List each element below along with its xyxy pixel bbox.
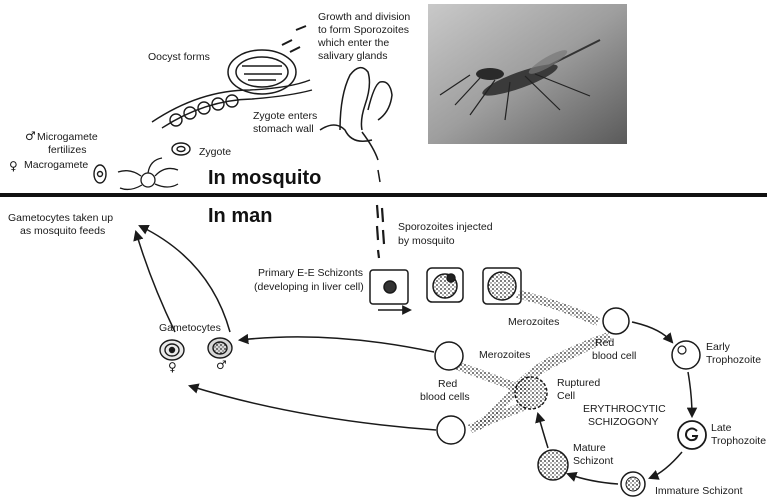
immature-schizont-label: Immature Schizont: [655, 485, 743, 497]
divider-line: [0, 193, 767, 197]
oocyst-drawing: [228, 26, 306, 94]
female-gametocyte: [160, 340, 184, 360]
microgamete-label: Microgamete fertilizes: [37, 131, 101, 156]
fertilization-drawing: [118, 158, 178, 189]
red-blood-cells-label: Red blood cells: [420, 378, 470, 403]
microgamete-symbol: ♂: [25, 129, 36, 143]
red-blood-cell-right: [603, 308, 629, 334]
early-trophozoite-label: Early Trophozoite: [706, 341, 761, 366]
ruptured-cell-label: Ruptured Cell: [557, 377, 603, 402]
liver-cell-1: [370, 270, 408, 304]
male-gametocyte: [208, 338, 232, 358]
region-label-man: In man: [208, 205, 272, 227]
growth-label: Growth and division to form Sporozoites …: [317, 11, 413, 62]
mature-schizont-cell: [538, 450, 568, 480]
zygote-drawing: [172, 143, 190, 155]
immature-schizont-cell: [621, 472, 645, 496]
sporozoite-dashes: [377, 205, 384, 258]
male-symbol: ♂: [216, 358, 227, 372]
macrogamete-symbol: ♀: [9, 159, 18, 173]
salivary-glands-drawing: [320, 68, 392, 182]
liver-cell-2: [427, 268, 463, 302]
merozoites-mid-label: Merozoites: [479, 349, 530, 361]
gametocytes-label: Gametocytes: [159, 322, 221, 334]
mature-schizont-label: Mature Schizont: [573, 442, 613, 467]
female-symbol: ♀: [168, 360, 177, 374]
mosquito-photo: [428, 4, 627, 144]
zygote-label: Zygote: [199, 146, 231, 158]
macrogamete-drawing: [94, 165, 106, 183]
merozoites-top-label: Merozoites: [508, 316, 559, 328]
late-trophozoite-label: Late Trophozoite: [711, 422, 766, 447]
sporozoites-injected-label: Sporozoites injected by mosquito: [398, 221, 495, 247]
erythrocytic-schizogony-label: ERYTHROCYTIC SCHIZOGONY: [583, 403, 669, 428]
macrogamete-label: Macrogamete: [24, 159, 88, 171]
early-trophozoite-cell: [672, 341, 700, 369]
oocyst-label: Oocyst forms: [148, 51, 210, 63]
red-blood-cell-upper-left: [435, 342, 463, 370]
ruptured-cell: [515, 377, 547, 409]
red-blood-cell-lower-left: [437, 416, 465, 444]
zygote-enters-label: Zygote enters stomach wall: [253, 110, 320, 135]
region-label-mosquito: In mosquito: [208, 167, 321, 189]
late-trophozoite-cell: [678, 421, 706, 449]
liver-cell-3: [483, 268, 521, 304]
gametocytes-taken-label: Gametocytes taken up as mosquito feeds: [8, 212, 116, 237]
primary-schizonts-label: Primary E-E Schizonts (developing in liv…: [254, 267, 366, 293]
